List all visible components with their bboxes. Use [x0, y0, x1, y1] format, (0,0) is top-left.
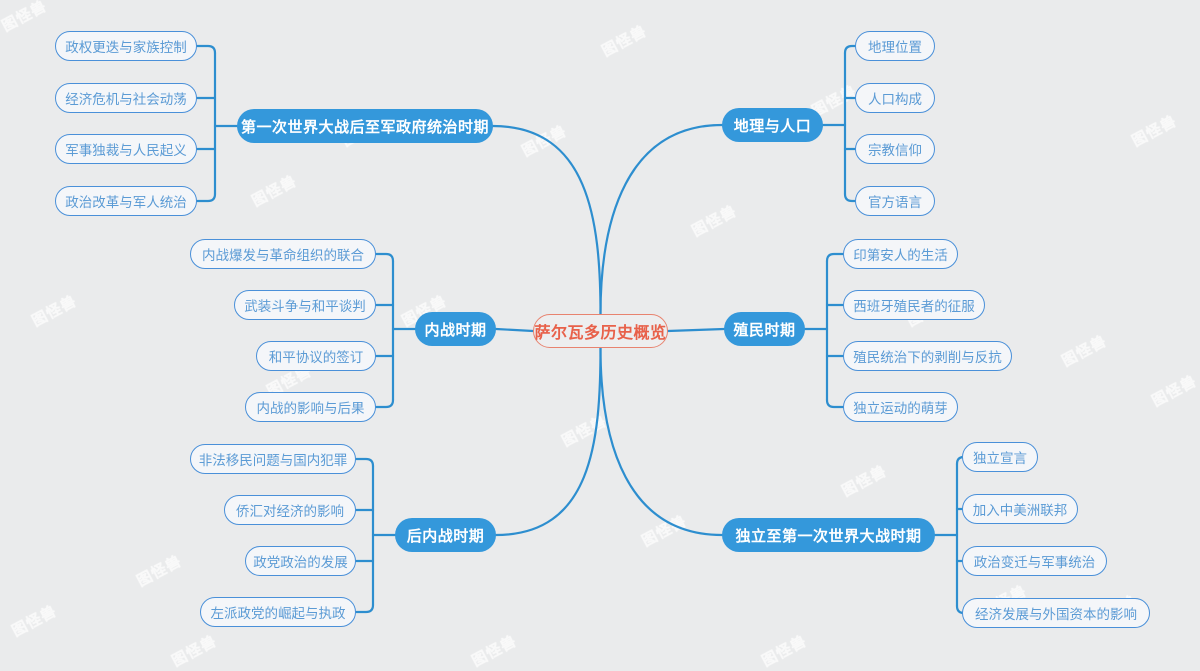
branch-node-post-civil-war[interactable]: 后内战时期 — [395, 518, 496, 552]
leaf-node[interactable]: 政治改革与军人统治 — [55, 186, 197, 216]
connector-line — [666, 327, 726, 333]
connector-line — [491, 124, 602, 316]
branch-node-geography-population[interactable]: 地理与人口 — [722, 108, 823, 142]
connector-line — [825, 398, 845, 409]
leaf-node[interactable]: 左派政党的崛起与执政 — [200, 597, 356, 627]
leaf-node[interactable]: 独立宣言 — [962, 442, 1038, 472]
connector-line — [354, 603, 375, 614]
leaf-node[interactable]: 经济危机与社会动荡 — [55, 83, 197, 113]
leaf-node[interactable]: 和平协议的签订 — [256, 341, 376, 371]
branch-node-colonial[interactable]: 殖民时期 — [724, 312, 805, 346]
leaf-node[interactable]: 地理位置 — [855, 31, 935, 61]
leaf-node[interactable]: 经济发展与外国资本的影响 — [962, 598, 1150, 628]
leaf-node[interactable]: 政权更迭与家族控制 — [55, 31, 197, 61]
branch-node-independence-wwi[interactable]: 独立至第一次世界大战时期 — [722, 518, 935, 552]
connector-line — [843, 44, 857, 55]
leaf-node[interactable]: 殖民统治下的剥削与反抗 — [843, 341, 1012, 371]
leaf-node[interactable]: 非法移民问题与国内犯罪 — [190, 444, 356, 474]
connector-line — [374, 252, 395, 263]
leaf-node[interactable]: 侨汇对经济的影响 — [224, 495, 356, 525]
connector-line — [825, 252, 845, 263]
connector-line — [195, 192, 217, 203]
root-node[interactable]: 萨尔瓦多历史概览 — [533, 314, 668, 348]
connector-line — [843, 192, 857, 203]
connector-line — [599, 123, 724, 316]
connector-line — [374, 398, 395, 409]
connector-line — [354, 457, 375, 468]
leaf-node[interactable]: 军事独裁与人民起义 — [55, 134, 197, 164]
branch-node-civil-war[interactable]: 内战时期 — [415, 312, 496, 346]
leaf-node[interactable]: 内战爆发与革命组织的联合 — [190, 239, 376, 269]
leaf-node[interactable]: 西班牙殖民者的征服 — [843, 290, 985, 320]
leaf-node[interactable]: 武装斗争与和平谈判 — [234, 290, 376, 320]
leaf-node[interactable]: 官方语言 — [855, 186, 935, 216]
connector-line — [494, 327, 535, 333]
leaf-node[interactable]: 加入中美洲联邦 — [962, 494, 1078, 524]
connector-line — [599, 346, 724, 537]
leaf-node[interactable]: 内战的影响与后果 — [245, 392, 376, 422]
leaf-node[interactable]: 印第安人的生活 — [843, 239, 958, 269]
leaf-node[interactable]: 政党政治的发展 — [245, 546, 356, 576]
leaf-node[interactable]: 宗教信仰 — [855, 134, 935, 164]
leaf-node[interactable]: 人口构成 — [855, 83, 935, 113]
connector-line — [195, 44, 217, 55]
leaf-node[interactable]: 独立运动的萌芽 — [843, 392, 958, 422]
branch-node-postwwi-military[interactable]: 第一次世界大战后至军政府统治时期 — [237, 109, 493, 143]
leaf-node[interactable]: 政治变迁与军事统治 — [962, 546, 1107, 576]
connector-line — [494, 346, 602, 537]
